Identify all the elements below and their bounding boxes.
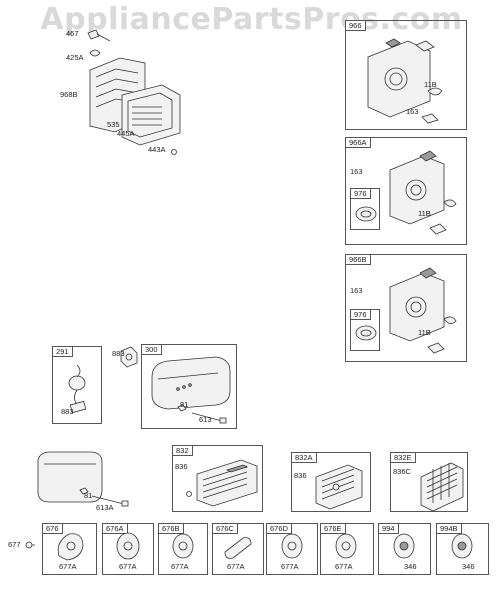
part-label-966a-163: 163 [350, 167, 363, 176]
part-label-966b-11b: 11B [418, 328, 431, 337]
box-tag-994b: 994B [437, 524, 462, 534]
screw-467-icon [87, 29, 111, 42]
part-label-677: 677 [8, 540, 21, 549]
part-label-966a-11b: 11B [418, 209, 431, 218]
muffler-guard-drawing [420, 462, 464, 512]
part-label-300-81: 81 [180, 400, 189, 409]
deflector-drawing [116, 532, 140, 560]
part-label-676c-677a: 677A [227, 562, 245, 571]
watermark-text: AppliancePartsPros.com [40, 2, 463, 37]
part-box-994b: 994B 346 [436, 523, 489, 575]
box-tag-966a: 966A [346, 138, 371, 148]
part-label-676a-677a: 677A [119, 562, 137, 571]
box-tag-676e: 676E [321, 524, 346, 534]
deflector-drawing [57, 533, 84, 561]
box-tag-676: 676 [43, 524, 63, 534]
box-tag-966b: 966B [346, 255, 371, 265]
part-label-535: 535 [107, 120, 120, 129]
part-label-291-883: 883 [61, 407, 74, 416]
deflector-drawing [393, 533, 415, 559]
part-label-300-613: 613 [199, 415, 212, 424]
carburetor-drawing [367, 38, 443, 124]
part-box-676e: 676E 677A [320, 523, 374, 575]
box-tag-832a: 832A [292, 453, 317, 463]
part-label-832-836: 836 [175, 462, 188, 471]
part-label-443a: 443A [148, 145, 166, 154]
deflector-drawing [281, 533, 303, 559]
box-tag-676a: 676A [103, 524, 128, 534]
part-label-676-677a: 677A [59, 562, 77, 571]
box-tag-966: 966 [346, 21, 366, 31]
part-box-676d: 676D 677A [266, 523, 318, 575]
box-tag-676d: 676D [267, 524, 292, 534]
deflector-drawing [335, 533, 357, 559]
fuel-bowl-976-drawing [355, 325, 377, 341]
part-box-676: 676 677A [42, 523, 97, 575]
box-tag-300: 300 [142, 345, 162, 355]
carburetor-drawing [389, 267, 457, 354]
part-box-291: 291 883 [52, 346, 102, 424]
muffler-guard-drawing [186, 459, 258, 507]
part-label-968b: 968B [60, 90, 78, 99]
muffler-guard-drawing [315, 464, 363, 510]
box-tag-976: 976 [351, 189, 371, 199]
part-label-676b-677a: 677A [171, 562, 189, 571]
part-box-676a: 676A 677A [102, 523, 154, 575]
part-box-676b: 676B 677A [158, 523, 208, 575]
gasket-883-drawing [120, 346, 138, 368]
part-label-445a: 445A [117, 129, 135, 138]
screw-677-icon [25, 541, 35, 549]
ground-wire-drawing [68, 364, 87, 414]
part-box-966b: 966B 163 976 11B [345, 254, 467, 362]
part-label-832e-836c: 836C [393, 467, 411, 476]
part-box-832e: 832E 836C [390, 452, 468, 512]
part-label-676d-677a: 677A [281, 562, 299, 571]
part-box-300: 300 81 613 [141, 344, 237, 429]
muffler-drawing [37, 451, 129, 507]
part-label-966-163: 163 [406, 107, 419, 116]
air-filter-assembly-drawing [87, 29, 181, 155]
part-label-966b-163: 163 [350, 286, 363, 295]
part-label-425a: 425A [66, 53, 84, 62]
inner-box-976: 976 [350, 309, 380, 351]
inner-box-976: 976 [350, 188, 380, 230]
deflector-drawing [172, 533, 194, 559]
part-label-883: 883 [112, 349, 125, 358]
part-label-81: 81 [84, 491, 93, 500]
box-tag-994: 994 [379, 524, 399, 534]
carburetor-drawing [389, 150, 457, 235]
part-label-613a: 613A [96, 503, 114, 512]
box-tag-832: 832 [173, 446, 193, 456]
deflector-drawing [224, 537, 252, 559]
box-tag-676b: 676B [159, 524, 184, 534]
part-label-676e-677a: 677A [335, 562, 353, 571]
screw-443a-icon [171, 149, 177, 155]
part-box-994: 994 346 [378, 523, 431, 575]
part-label-467: 467 [66, 29, 79, 38]
part-label-832a-836: 836 [294, 471, 307, 480]
part-label-994-346: 346 [404, 562, 417, 571]
part-box-832a: 832A 836 [291, 452, 371, 512]
box-tag-976: 976 [351, 310, 371, 320]
fuel-bowl-976-drawing [355, 206, 377, 222]
clip-425a-icon [89, 49, 101, 57]
box-tag-291: 291 [53, 347, 73, 357]
box-tag-832e: 832E [391, 453, 416, 463]
part-box-676c: 676C 677A [212, 523, 264, 575]
deflector-drawing [451, 533, 473, 559]
box-tag-676c: 676C [213, 524, 238, 534]
part-box-966a: 966A 163 976 11B [345, 137, 467, 245]
part-box-966: 966 11B 163 [345, 20, 467, 130]
part-label-994b-346: 346 [462, 562, 475, 571]
part-label-966-11b: 11B [424, 80, 437, 89]
part-box-832: 832 836 [172, 445, 263, 512]
muffler-drawing [151, 356, 231, 424]
